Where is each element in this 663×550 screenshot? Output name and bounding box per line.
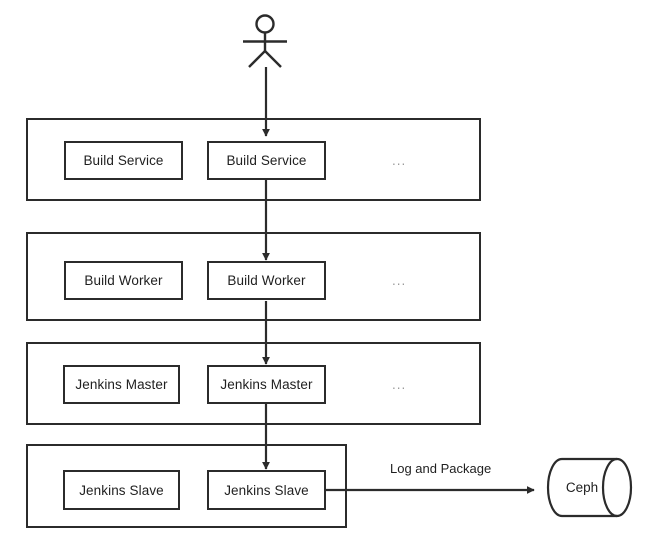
ceph-label: Ceph bbox=[565, 480, 599, 495]
build-worker-layer bbox=[26, 232, 481, 321]
jenkins-master-ellipsis: ... bbox=[392, 377, 407, 392]
edge-label-log-and-package: Log and Package bbox=[390, 461, 492, 476]
build-worker-ellipsis: ... bbox=[392, 273, 407, 288]
node-jenkins-master-2[interactable]: Jenkins Master bbox=[207, 365, 326, 404]
user-actor-icon bbox=[243, 14, 287, 68]
node-build-service-1[interactable]: Build Service bbox=[64, 141, 183, 180]
jenkins-master-layer bbox=[26, 342, 481, 425]
build-service-layer bbox=[26, 118, 481, 201]
node-jenkins-master-1[interactable]: Jenkins Master bbox=[63, 365, 180, 404]
jenkins-slave-layer bbox=[26, 444, 347, 528]
node-build-worker-1[interactable]: Build Worker bbox=[64, 261, 183, 300]
node-jenkins-slave-2[interactable]: Jenkins Slave bbox=[207, 470, 326, 510]
node-jenkins-slave-1[interactable]: Jenkins Slave bbox=[63, 470, 180, 510]
node-build-worker-2[interactable]: Build Worker bbox=[207, 261, 326, 300]
build-service-ellipsis: ... bbox=[392, 153, 407, 168]
node-build-service-2[interactable]: Build Service bbox=[207, 141, 326, 180]
ceph-cylinder-shape bbox=[546, 457, 633, 518]
